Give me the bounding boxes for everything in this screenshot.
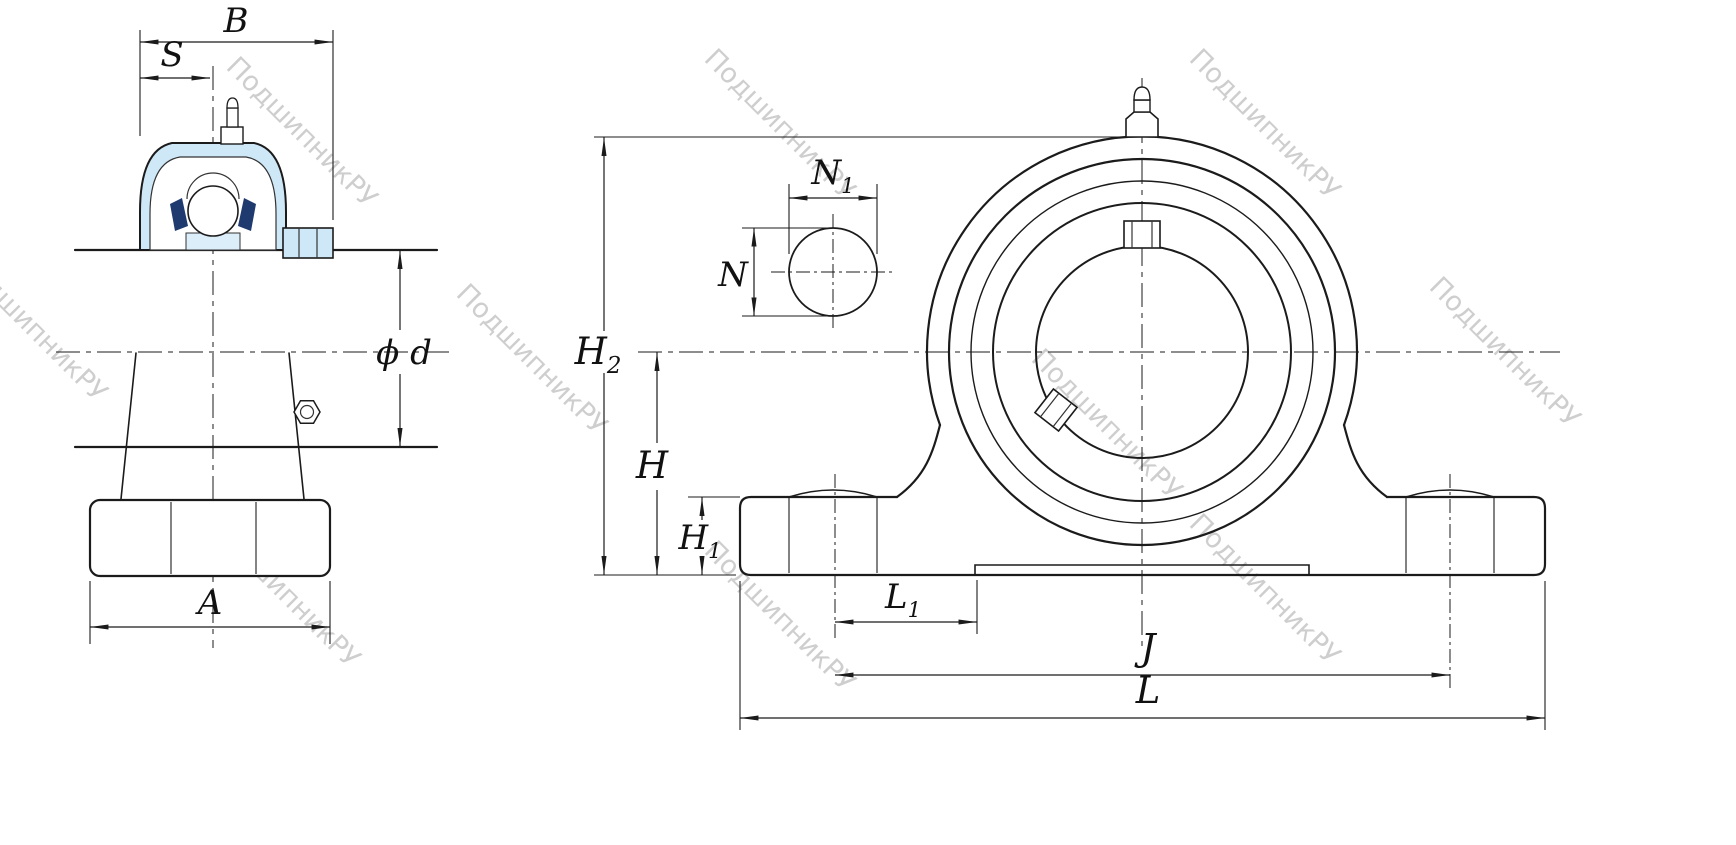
pedestal-left-edge — [120, 352, 137, 500]
grease-nipple-stem — [226, 107, 239, 128]
dimension-N1: N1 — [788, 153, 878, 254]
bearing-outer-circle — [992, 202, 1292, 502]
watermark-text: ПодшипникРУ — [1423, 271, 1586, 434]
dim-label-H1: H1 — [677, 518, 721, 563]
label-sub: 2 — [606, 353, 622, 379]
label-base: H — [677, 518, 709, 558]
locking-collar — [282, 227, 334, 259]
grease-fitting-hex — [1125, 111, 1159, 138]
dim-label-H: H — [635, 444, 669, 487]
housing-left-fillet — [895, 423, 942, 499]
dim-label-L: L — [1135, 669, 1161, 712]
dimension-J: J — [835, 626, 1450, 678]
dimension-H1: H1 — [677, 496, 740, 575]
label-base: N — [810, 153, 842, 193]
dimension-H: H — [635, 352, 669, 575]
grease-fitting-tip — [1133, 86, 1151, 101]
outer-ring-circle — [970, 180, 1314, 524]
dimension-H2: H2 — [574, 136, 1122, 576]
dim-label-phi-d: ϕ d — [376, 333, 432, 373]
dimension-B: B — [139, 1, 334, 220]
bearing-ball — [187, 185, 239, 237]
label-base: H — [574, 330, 608, 373]
base-side-outline — [88, 498, 332, 578]
label-sub: 1 — [708, 538, 721, 563]
bolt-boss-left — [788, 489, 878, 498]
grease-nipple-base — [220, 126, 244, 145]
dimension-A: A — [89, 581, 331, 644]
base-front-outline — [738, 495, 1547, 577]
set-screw-body — [1033, 387, 1079, 433]
seal-right — [238, 198, 256, 231]
dim-label-L1: L1 — [884, 577, 921, 622]
dimension-L1: L1 — [835, 577, 978, 634]
set-screw-angled — [1033, 387, 1079, 433]
dim-label-B: B — [223, 1, 249, 41]
grease-nipple-tip — [226, 97, 239, 109]
watermark-text: ПодшипникРУ — [0, 245, 113, 408]
hex-bolt-hole — [299, 404, 315, 420]
dimension-N: N — [717, 227, 830, 317]
base-relief-recess — [974, 564, 1310, 576]
housing-right-fillet — [1342, 423, 1389, 499]
dim-label-N1: N1 — [810, 153, 854, 198]
dimension-L: L — [739, 581, 1546, 730]
dim-label-A: A — [195, 583, 223, 623]
label-sub: 1 — [908, 597, 921, 622]
dimension-S: S — [140, 35, 210, 81]
outer-raceway-arc — [186, 172, 240, 200]
set-screw-line — [1052, 402, 1073, 428]
left-view: B S ϕ d A — [56, 1, 450, 648]
grease-fitting-collar — [1133, 99, 1151, 113]
hex-bolt-icon — [293, 399, 321, 425]
dim-label-J: J — [1134, 626, 1158, 669]
seal-left — [170, 198, 188, 231]
watermark-text: ПодшипникРУ — [1183, 43, 1346, 206]
right-view: N1 N H2 H H1 — [574, 78, 1560, 730]
set-screw-line — [1039, 392, 1060, 418]
housing-boss-circle — [947, 157, 1337, 547]
set-screw-top — [1123, 220, 1161, 249]
label-sub: 1 — [841, 173, 854, 198]
bolt-boss-right — [1405, 489, 1495, 498]
dimension-phi-d: ϕ d — [376, 250, 432, 447]
label-base: L — [884, 577, 908, 617]
pedestal-right-edge — [288, 352, 305, 500]
dim-label-N: N — [717, 255, 749, 295]
dim-label-S: S — [160, 35, 183, 75]
grease-fitting — [1125, 86, 1159, 138]
dim-label-H2: H2 — [574, 330, 622, 379]
watermark-text: ПодшипникРУ — [698, 535, 861, 698]
